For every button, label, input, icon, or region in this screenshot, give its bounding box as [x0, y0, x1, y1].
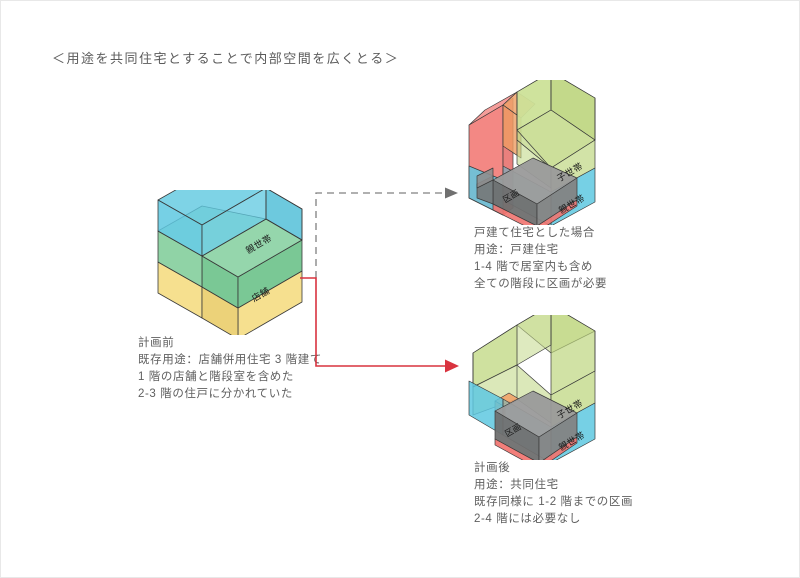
- solid-arrow-to-after: [300, 277, 459, 373]
- page-title: ＜用途を共同住宅とすることで内部空間を広くとる＞: [52, 51, 400, 66]
- dashed-arrow-to-detached: [315, 187, 458, 278]
- caption-before: 計画前 既存用途：店舗併用住宅 3 階建て 1 階の店舗と階段室を含めた 2-3…: [138, 337, 322, 400]
- flow-arrows: [300, 180, 475, 390]
- dashed-arrow-path: [315, 192, 445, 278]
- caption-after: 計画後 用途：共同住宅 既存同様に 1-2 階までの区画 2-4 階には必要なし: [474, 462, 634, 525]
- detached-gray-step-top: [476, 167, 494, 189]
- diagram-after: 子世帯 親世帯 区画: [455, 304, 625, 470]
- caption-detached: 戸建て住宅とした場合 用途：戸建住宅 1-4 階で居室内も含め 全ての階段に区画…: [474, 227, 608, 290]
- diagram-before: 親世帯 店舗: [150, 174, 320, 340]
- diagram-detached: 子世帯 親世帯 区画: [455, 71, 625, 233]
